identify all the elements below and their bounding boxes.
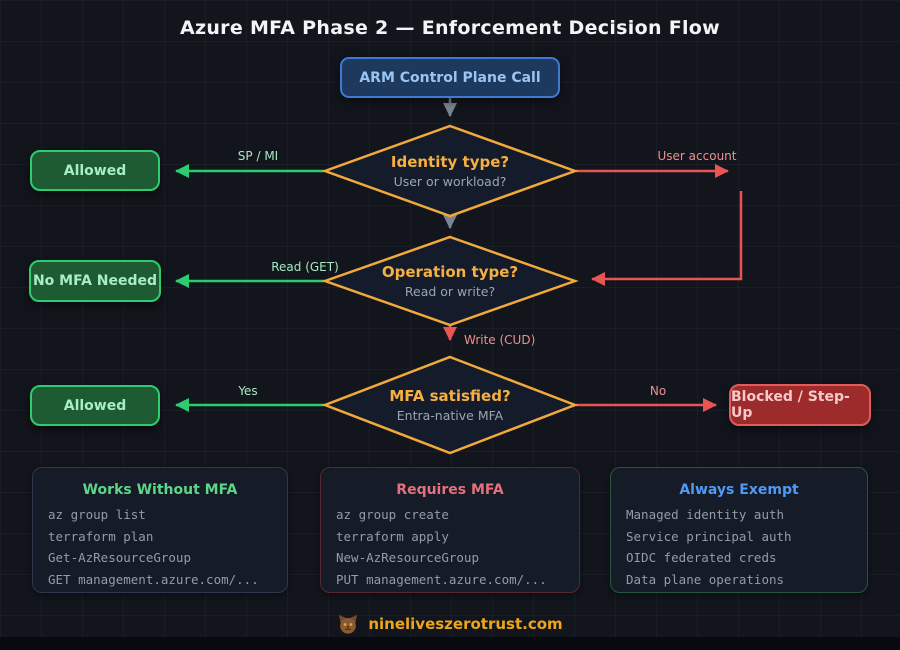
panel-always-exempt-title: Always Exempt [679, 482, 799, 498]
page-title: Azure MFA Phase 2 — Enforcement Decision… [179, 17, 721, 39]
edge-label-write-cud: Write (CUD) [464, 333, 536, 347]
list-item: OIDC federated creds [626, 550, 777, 565]
decision-operation-subtitle: Read or write? [404, 284, 496, 299]
decision-operation-text: Operation type? Read or write? [325, 238, 575, 324]
start-node: ARM Control Plane Call [340, 57, 560, 98]
list-item: Service principal auth [626, 528, 792, 544]
list-item: terraform apply [336, 528, 449, 544]
allowed-node-1-label: Allowed [63, 162, 127, 179]
list-item: az group list [48, 507, 146, 522]
cat-icon [339, 614, 358, 634]
panel-works-without-mfa: Works Without MFA az group list terrafor… [32, 467, 288, 593]
decision-identity-subtitle: User or workload? [393, 174, 507, 189]
panel-requires-mfa-items: az group create terraform apply New-AzRe… [321, 507, 579, 587]
list-item: GET management.azure.com/... [48, 571, 259, 587]
edge-label-read-get: Read (GET) [271, 260, 339, 274]
panel-requires-mfa-title: Requires MFA [396, 482, 504, 498]
edge-label-no: No [649, 384, 667, 398]
decision-identity-title: Identity type? [390, 153, 510, 171]
list-item: Data plane operations [626, 571, 785, 587]
no-mfa-needed-node: No MFA Needed [29, 260, 161, 302]
decision-mfa-subtitle: Entra-native MFA [396, 408, 504, 423]
decision-mfa-text: MFA satisfied? Entra-native MFA [325, 358, 575, 452]
decision-identity-text: Identity type? User or workload? [325, 128, 575, 214]
footer-site-text: nineliveszerotrust.com [368, 615, 563, 633]
start-node-label: ARM Control Plane Call [359, 69, 541, 86]
allowed-node-1: Allowed [30, 150, 160, 191]
edge-label-yes: Yes [238, 384, 258, 398]
list-item: PUT management.azure.com/... [336, 571, 547, 587]
panel-always-exempt-items: Managed identity auth Service principal … [611, 507, 867, 587]
bottom-bar [0, 637, 900, 650]
edge-label-user-account: User account [657, 149, 737, 163]
edge-user-account-to-operation [591, 191, 743, 286]
list-item: Get-AzResourceGroup [48, 550, 191, 565]
decision-operation-title: Operation type? [381, 263, 519, 281]
footer: nineliveszerotrust.com [0, 611, 900, 637]
allowed-node-2-label: Allowed [63, 397, 127, 414]
panel-works-without-mfa-items: az group list terraform plan Get-AzResou… [33, 507, 287, 587]
blocked-node-label: Blocked / Step-Up [731, 389, 850, 421]
list-item: Managed identity auth [626, 507, 785, 522]
panel-works-without-mfa-title: Works Without MFA [82, 482, 238, 498]
list-item: New-AzResourceGroup [336, 550, 479, 565]
decision-mfa-title: MFA satisfied? [389, 387, 511, 405]
no-mfa-needed-label: No MFA Needed [32, 273, 158, 289]
panel-always-exempt: Always Exempt Managed identity auth Serv… [610, 467, 868, 593]
blocked-node: Blocked / Step-Up [729, 384, 871, 426]
list-item: az group create [336, 507, 449, 522]
edge-label-sp-mi: SP / MI [237, 149, 279, 163]
list-item: terraform plan [48, 528, 154, 544]
allowed-node-2: Allowed [30, 385, 160, 426]
panel-requires-mfa: Requires MFA az group create terraform a… [320, 467, 580, 593]
